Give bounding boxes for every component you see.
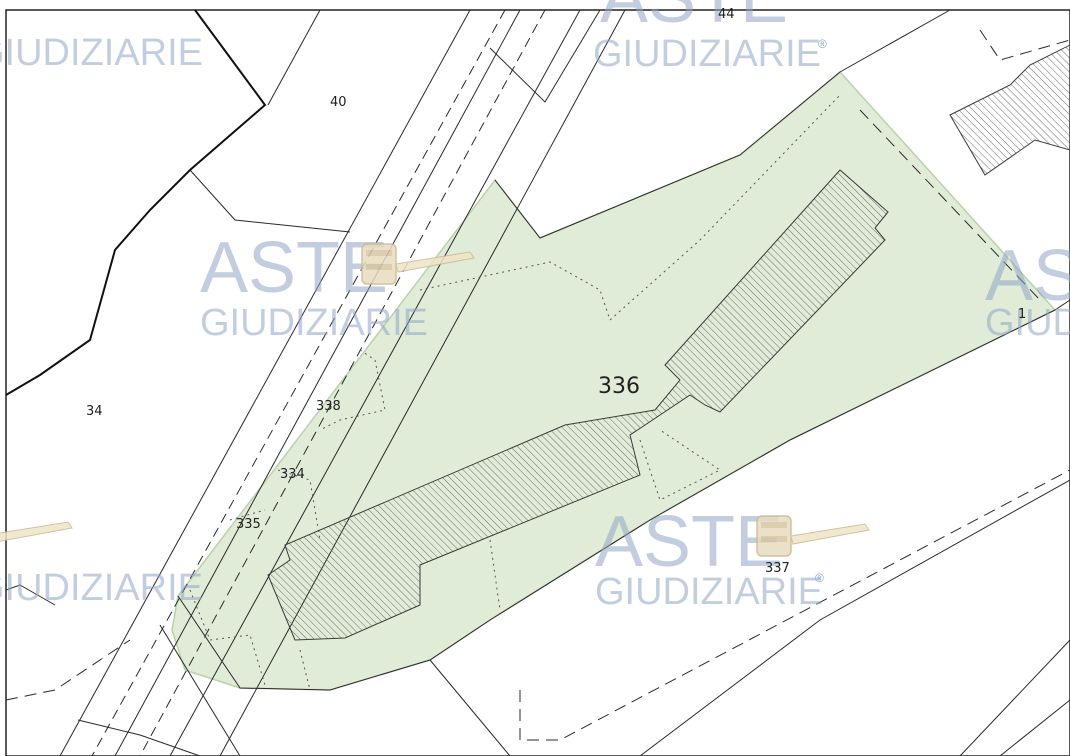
dashed-boundaries — [5, 29, 1070, 741]
parcel-label-334: 334 — [280, 467, 305, 482]
svg-text:GIUDIZIARIE: GIUDIZIARIE — [200, 302, 428, 344]
parcel-label-337: 337 — [765, 561, 790, 576]
dotted-lines — [189, 94, 841, 691]
svg-text:ASTE: ASTE — [200, 228, 388, 308]
parcel-label-44: 44 — [718, 7, 735, 22]
building-top-right — [949, 44, 1070, 176]
svg-text:ASTE: ASTE — [595, 502, 783, 582]
parcel-label-338: 338 — [316, 399, 341, 414]
svg-text:ASTE: ASTE — [600, 0, 788, 38]
parcel-label-1: 1 — [1018, 307, 1026, 322]
parcel-label-34: 34 — [86, 404, 103, 419]
watermark-center-bottom: ASTE GIUDIZIARIE ® — [595, 502, 870, 613]
parcel-label-336: 336 — [598, 374, 640, 399]
watermark-center-left: ASTE GIUDIZIARIE — [200, 228, 475, 344]
svg-text:GIUDIZIARIE: GIUDIZIARIE — [593, 33, 821, 75]
parcel-label-40: 40 — [330, 95, 347, 110]
parcel-boundaries — [5, 9, 1070, 756]
svg-text:GIUDIZIARIE: GIUDIZIARIE — [0, 32, 203, 74]
bold-boundary — [5, 9, 267, 396]
watermark-right-edge: ASTE GIUDIZIARIE — [985, 236, 1070, 344]
watermark-top: ASTE GIUDIZIARIE ® — [593, 0, 827, 75]
road-corridor — [59, 9, 626, 756]
building-336 — [267, 169, 889, 641]
svg-text:GIUDIZIARIE: GIUDIZIARIE — [595, 571, 823, 613]
svg-text:GIUDIZIARIE: GIUDIZIARIE — [0, 567, 203, 609]
map-frame — [5, 9, 1070, 756]
parcel-label-335: 335 — [236, 517, 261, 532]
watermark-left-edge: GIUDIZIARIE GIUDIZIARIE — [0, 32, 203, 609]
svg-text:ASTE: ASTE — [985, 236, 1070, 316]
svg-text:®: ® — [815, 571, 824, 585]
svg-text:®: ® — [818, 37, 827, 51]
svg-text:GIUDIZIARIE: GIUDIZIARIE — [985, 302, 1070, 344]
